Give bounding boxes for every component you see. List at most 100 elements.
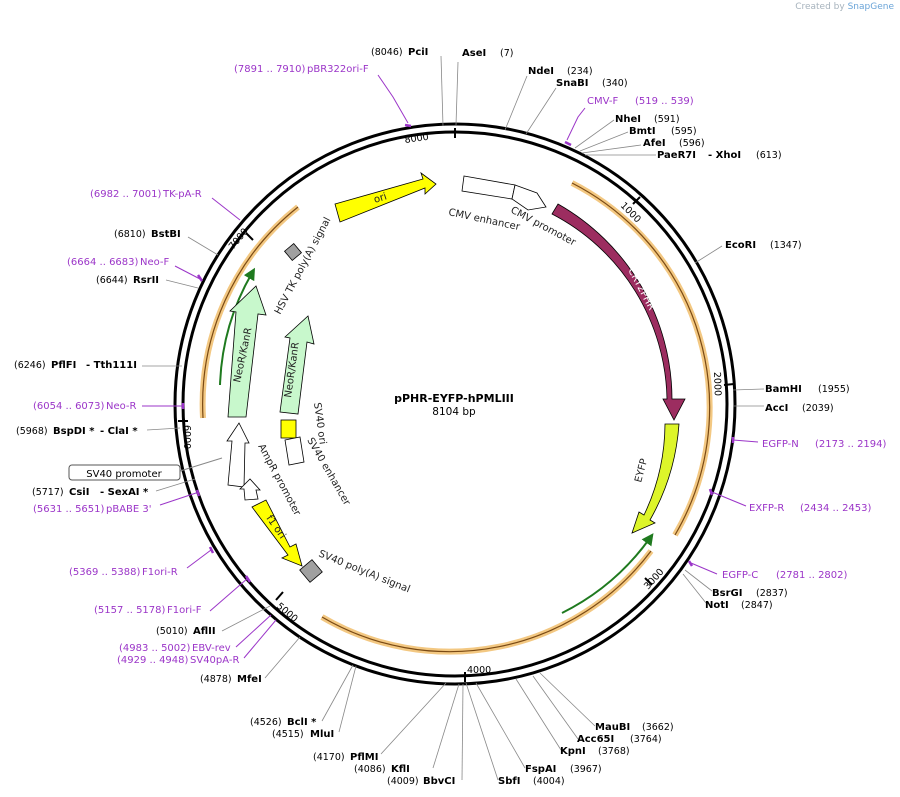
site-name: FspAI (525, 764, 556, 775)
credit-prefix: Created by (795, 2, 845, 12)
site-name: BamHI (765, 384, 802, 395)
site-name: PaeR7I (657, 150, 696, 161)
site-name: BmtI (629, 126, 656, 137)
site-name: PciI (408, 47, 428, 58)
site-pos: (3967) (570, 764, 602, 775)
site-name: SbfI (498, 776, 520, 787)
site-pos: (5968) (16, 426, 48, 437)
primer-range: (4929 .. 4948) (117, 655, 189, 666)
primer-leaders (142, 74, 759, 659)
primer-range: (6982 .. 7001) (90, 189, 162, 200)
site-pos: (340) (602, 78, 628, 89)
plasmid-name: pPHR-EYFP-hPMLIII (394, 392, 514, 405)
site-name: EcoRI (725, 240, 756, 251)
site-pos: (4009) (387, 776, 419, 787)
sv40-promoter-box (68, 464, 181, 481)
primer-range: (6664 .. 6683) (67, 257, 139, 268)
site-pos: (2847) (741, 600, 773, 611)
site-pos: (596) (679, 138, 705, 149)
primer-range: (4983 .. 5002) (119, 643, 191, 654)
site-name: MauBI (595, 722, 630, 733)
site-name: - ClaI * (100, 426, 138, 437)
orf-green (219, 267, 654, 614)
site-name: AflII (193, 626, 216, 637)
site-name: AccI (765, 403, 788, 414)
site-pos: (4170) (313, 752, 345, 763)
site-pos: (6246) (14, 360, 46, 371)
site-name: Acc65I (577, 734, 614, 745)
neor-arrow-outer (227, 285, 267, 418)
site-name: KflI (391, 764, 410, 775)
site-pos: (3764) (630, 734, 662, 745)
site-name: PflFI (51, 360, 76, 371)
sv40-promoter-leader (179, 457, 223, 472)
primer-name: pBABE 3' (106, 504, 152, 515)
sv40-polya-box (299, 559, 323, 583)
orf-arcs (199, 180, 713, 655)
site-pos: (5010) (156, 626, 188, 637)
ring-ticks (178, 128, 735, 682)
primer-range: (6054 .. 6073) (33, 401, 105, 412)
site-name: - Tth111I (86, 360, 137, 371)
site-pos: (4515) (272, 729, 304, 740)
primer-range: (2173 .. 2194) (815, 439, 887, 450)
sv40-enhancer-label: SV40 enhancer (304, 436, 352, 508)
site-pos: (4004) (533, 776, 565, 787)
site-pos: (613) (756, 150, 782, 161)
sv40-polya-label: SV40 poly(A) signal (317, 549, 412, 596)
site-pos: (5717) (32, 487, 64, 498)
hsv-polya-label: HSV TK poly(A) signal (273, 216, 334, 317)
tick-label: 4000 (467, 665, 491, 676)
primer-name: Neo-F (140, 257, 170, 268)
site-name: RsrII (133, 275, 159, 286)
site-name: NdeI (528, 66, 554, 77)
tick-label: 6000 (181, 425, 192, 449)
plasmid-length: 8104 bp (432, 406, 476, 418)
site-name: CsiI (69, 487, 89, 498)
site-name: PflMI (350, 752, 378, 763)
primer-name: F1ori-F (167, 605, 202, 616)
site-name: AseI (462, 48, 486, 59)
backbone-outer (173, 122, 737, 686)
site-name: - XhoI (708, 150, 741, 161)
site-pos: (2039) (802, 403, 834, 414)
site-pos: (8046) (371, 47, 403, 58)
ori-label: ori (373, 191, 389, 205)
tick-label: 8000 (404, 132, 429, 146)
site-name: BspDI * (53, 426, 95, 437)
sv40-ori-box (280, 419, 297, 439)
site-name: BbvCI (423, 776, 455, 787)
ori-arrow (334, 171, 437, 223)
f1-ori-arrow (251, 499, 303, 567)
primer-name: F1ori-R (142, 567, 178, 578)
site-pos: (4878) (200, 674, 232, 685)
site-pos: (2837) (756, 588, 788, 599)
primer-name: Neo-R (106, 401, 137, 412)
site-name: BstBI (151, 229, 181, 240)
site-pos: (3662) (642, 722, 674, 733)
primer-range: (5631 .. 5651) (33, 504, 105, 515)
site-pos: (4526) (250, 717, 282, 728)
snapgene-brand: SnapGene (847, 2, 894, 12)
site-name: NheI (615, 114, 641, 125)
cry2phr-arrow (551, 203, 686, 421)
site-pos: (234) (567, 66, 593, 77)
primer-range: (2434 .. 2453) (800, 503, 872, 514)
primer-name: SV40pA-R (190, 655, 239, 666)
snapgene-credit: Created by SnapGene (795, 2, 894, 12)
primer-name: CMV-F (587, 96, 618, 107)
primer-range: (2781 .. 2802) (776, 570, 848, 581)
primer-name: EGFP-C (722, 570, 758, 581)
site-leaders (142, 55, 765, 781)
tick-label: 2000 (711, 372, 723, 397)
site-pos: (6644) (96, 275, 128, 286)
hsv-polya-box (283, 242, 303, 262)
sv40-promoter-label: SV40 promoter (86, 469, 162, 480)
site-name: KpnI (560, 746, 586, 757)
primer-range: (5369 .. 5388) (69, 567, 141, 578)
primer-range: (519 .. 539) (635, 96, 694, 107)
site-name: MluI (310, 729, 334, 740)
cmv-promoter-arrow (511, 184, 547, 211)
ampr-promoter-arrow (226, 422, 250, 488)
